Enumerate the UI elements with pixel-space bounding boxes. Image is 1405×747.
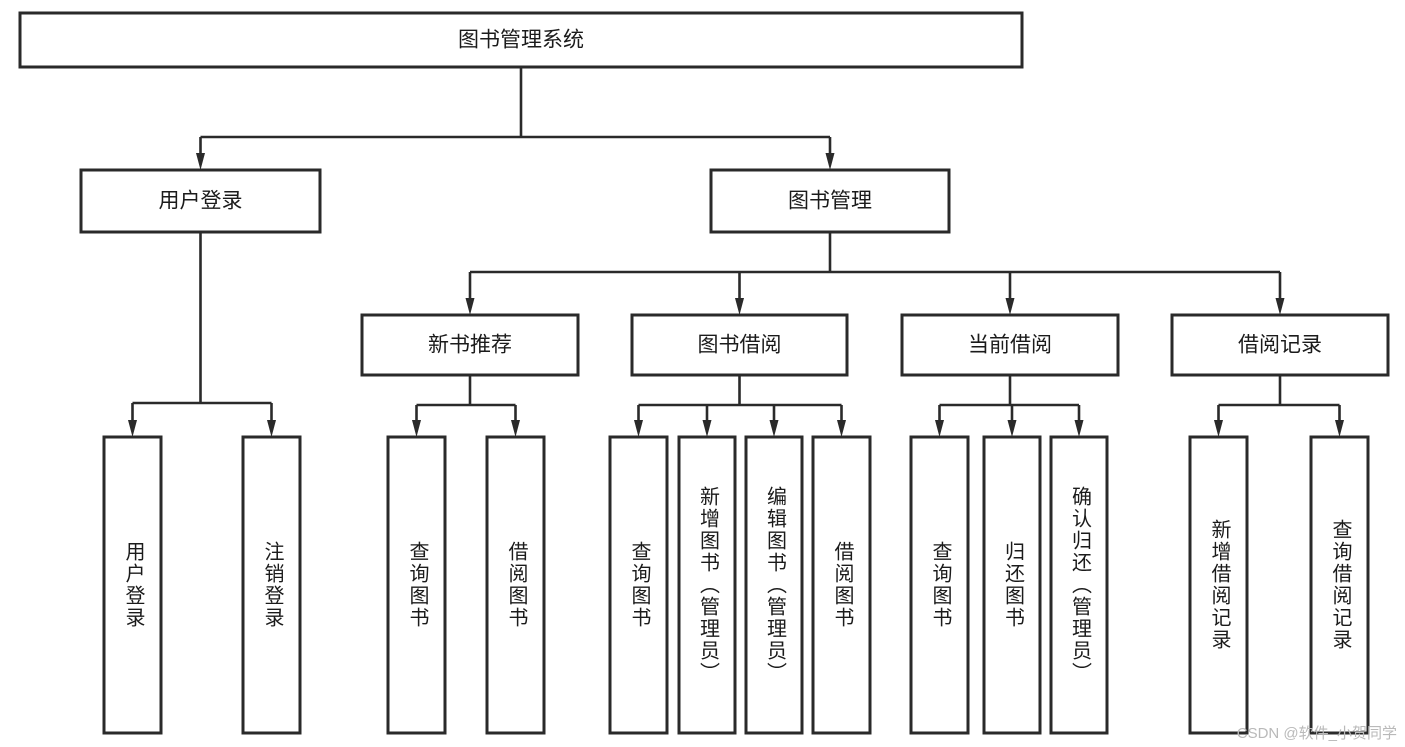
node-box-user-login[interactable] (79, 168, 322, 234)
arrow-head-icon-leaf-user-logout (267, 420, 276, 437)
node-box-book-borrow[interactable] (630, 313, 849, 377)
arrow-head-icon-leaf-borrow-book-1 (511, 420, 520, 437)
node-box-leaf-query-book-2[interactable] (608, 435, 669, 735)
node-label-root: 图书管理系统 (458, 29, 584, 52)
node-box-leaf-borrow-book-2[interactable] (811, 435, 872, 735)
arrow-head-icon-leaf-edit-book (769, 420, 779, 437)
node-label-new-book-recommend: 新书推荐 (428, 334, 512, 357)
node-box-root[interactable] (18, 11, 1024, 69)
node-box-leaf-borrow-book-1[interactable] (485, 435, 546, 735)
arrow-head-icon-leaf-query-book-1 (412, 420, 421, 437)
node-box-leaf-user-login[interactable] (102, 435, 163, 735)
arrow-head-icon-leaf-add-record (1214, 420, 1223, 437)
arrow-head-icon-current-borrow (1005, 298, 1015, 315)
arrow-head-icon-leaf-return-book (1007, 420, 1017, 437)
node-box-current-borrow[interactable] (900, 313, 1120, 377)
node-box-leaf-query-record[interactable] (1309, 435, 1370, 735)
arrow-head-icon-leaf-confirm-return (1074, 420, 1084, 437)
arrow-head-icon-book-borrow (735, 298, 744, 315)
node-label-user-login: 用户登录 (159, 190, 243, 213)
arrow-head-icon-user-login (196, 153, 205, 170)
node-label-book-borrow: 图书借阅 (698, 334, 782, 357)
arrow-head-icon-new-book-recommend (465, 298, 475, 315)
watermark-text: CSDN @软件_小贺同学 (1236, 725, 1397, 742)
node-box-book-manage[interactable] (709, 168, 951, 234)
arrow-head-icon-leaf-add-book (702, 420, 712, 437)
arrow-head-icon-leaf-query-book-2 (634, 420, 643, 437)
arrow-head-icon-leaf-borrow-book-2 (837, 420, 846, 437)
node-label-current-borrow: 当前借阅 (968, 334, 1052, 357)
node-box-leaf-add-book[interactable] (677, 435, 737, 735)
arrow-head-icon-leaf-query-book-3 (935, 420, 944, 437)
arrow-head-icon-leaf-query-record (1335, 420, 1344, 437)
node-box-leaf-query-book-3[interactable] (909, 435, 970, 735)
node-box-leaf-return-book[interactable] (982, 435, 1042, 735)
node-box-leaf-edit-book[interactable] (744, 435, 804, 735)
node-label-book-manage: 图书管理 (788, 190, 872, 213)
node-box-borrow-record[interactable] (1170, 313, 1390, 377)
arrow-head-icon-leaf-user-login (128, 420, 137, 437)
node-box-layer (18, 11, 1390, 735)
arrow-head-icon-book-manage (825, 153, 835, 170)
node-box-new-book-recommend[interactable] (360, 313, 580, 377)
arrow-head-icon-borrow-record (1275, 298, 1285, 315)
node-box-leaf-user-logout[interactable] (241, 435, 302, 735)
connector-layer (128, 67, 1344, 437)
node-box-leaf-confirm-return[interactable] (1049, 435, 1109, 735)
node-box-leaf-add-record[interactable] (1188, 435, 1249, 735)
node-box-leaf-query-book-1[interactable] (386, 435, 447, 735)
node-label-borrow-record: 借阅记录 (1238, 334, 1322, 357)
